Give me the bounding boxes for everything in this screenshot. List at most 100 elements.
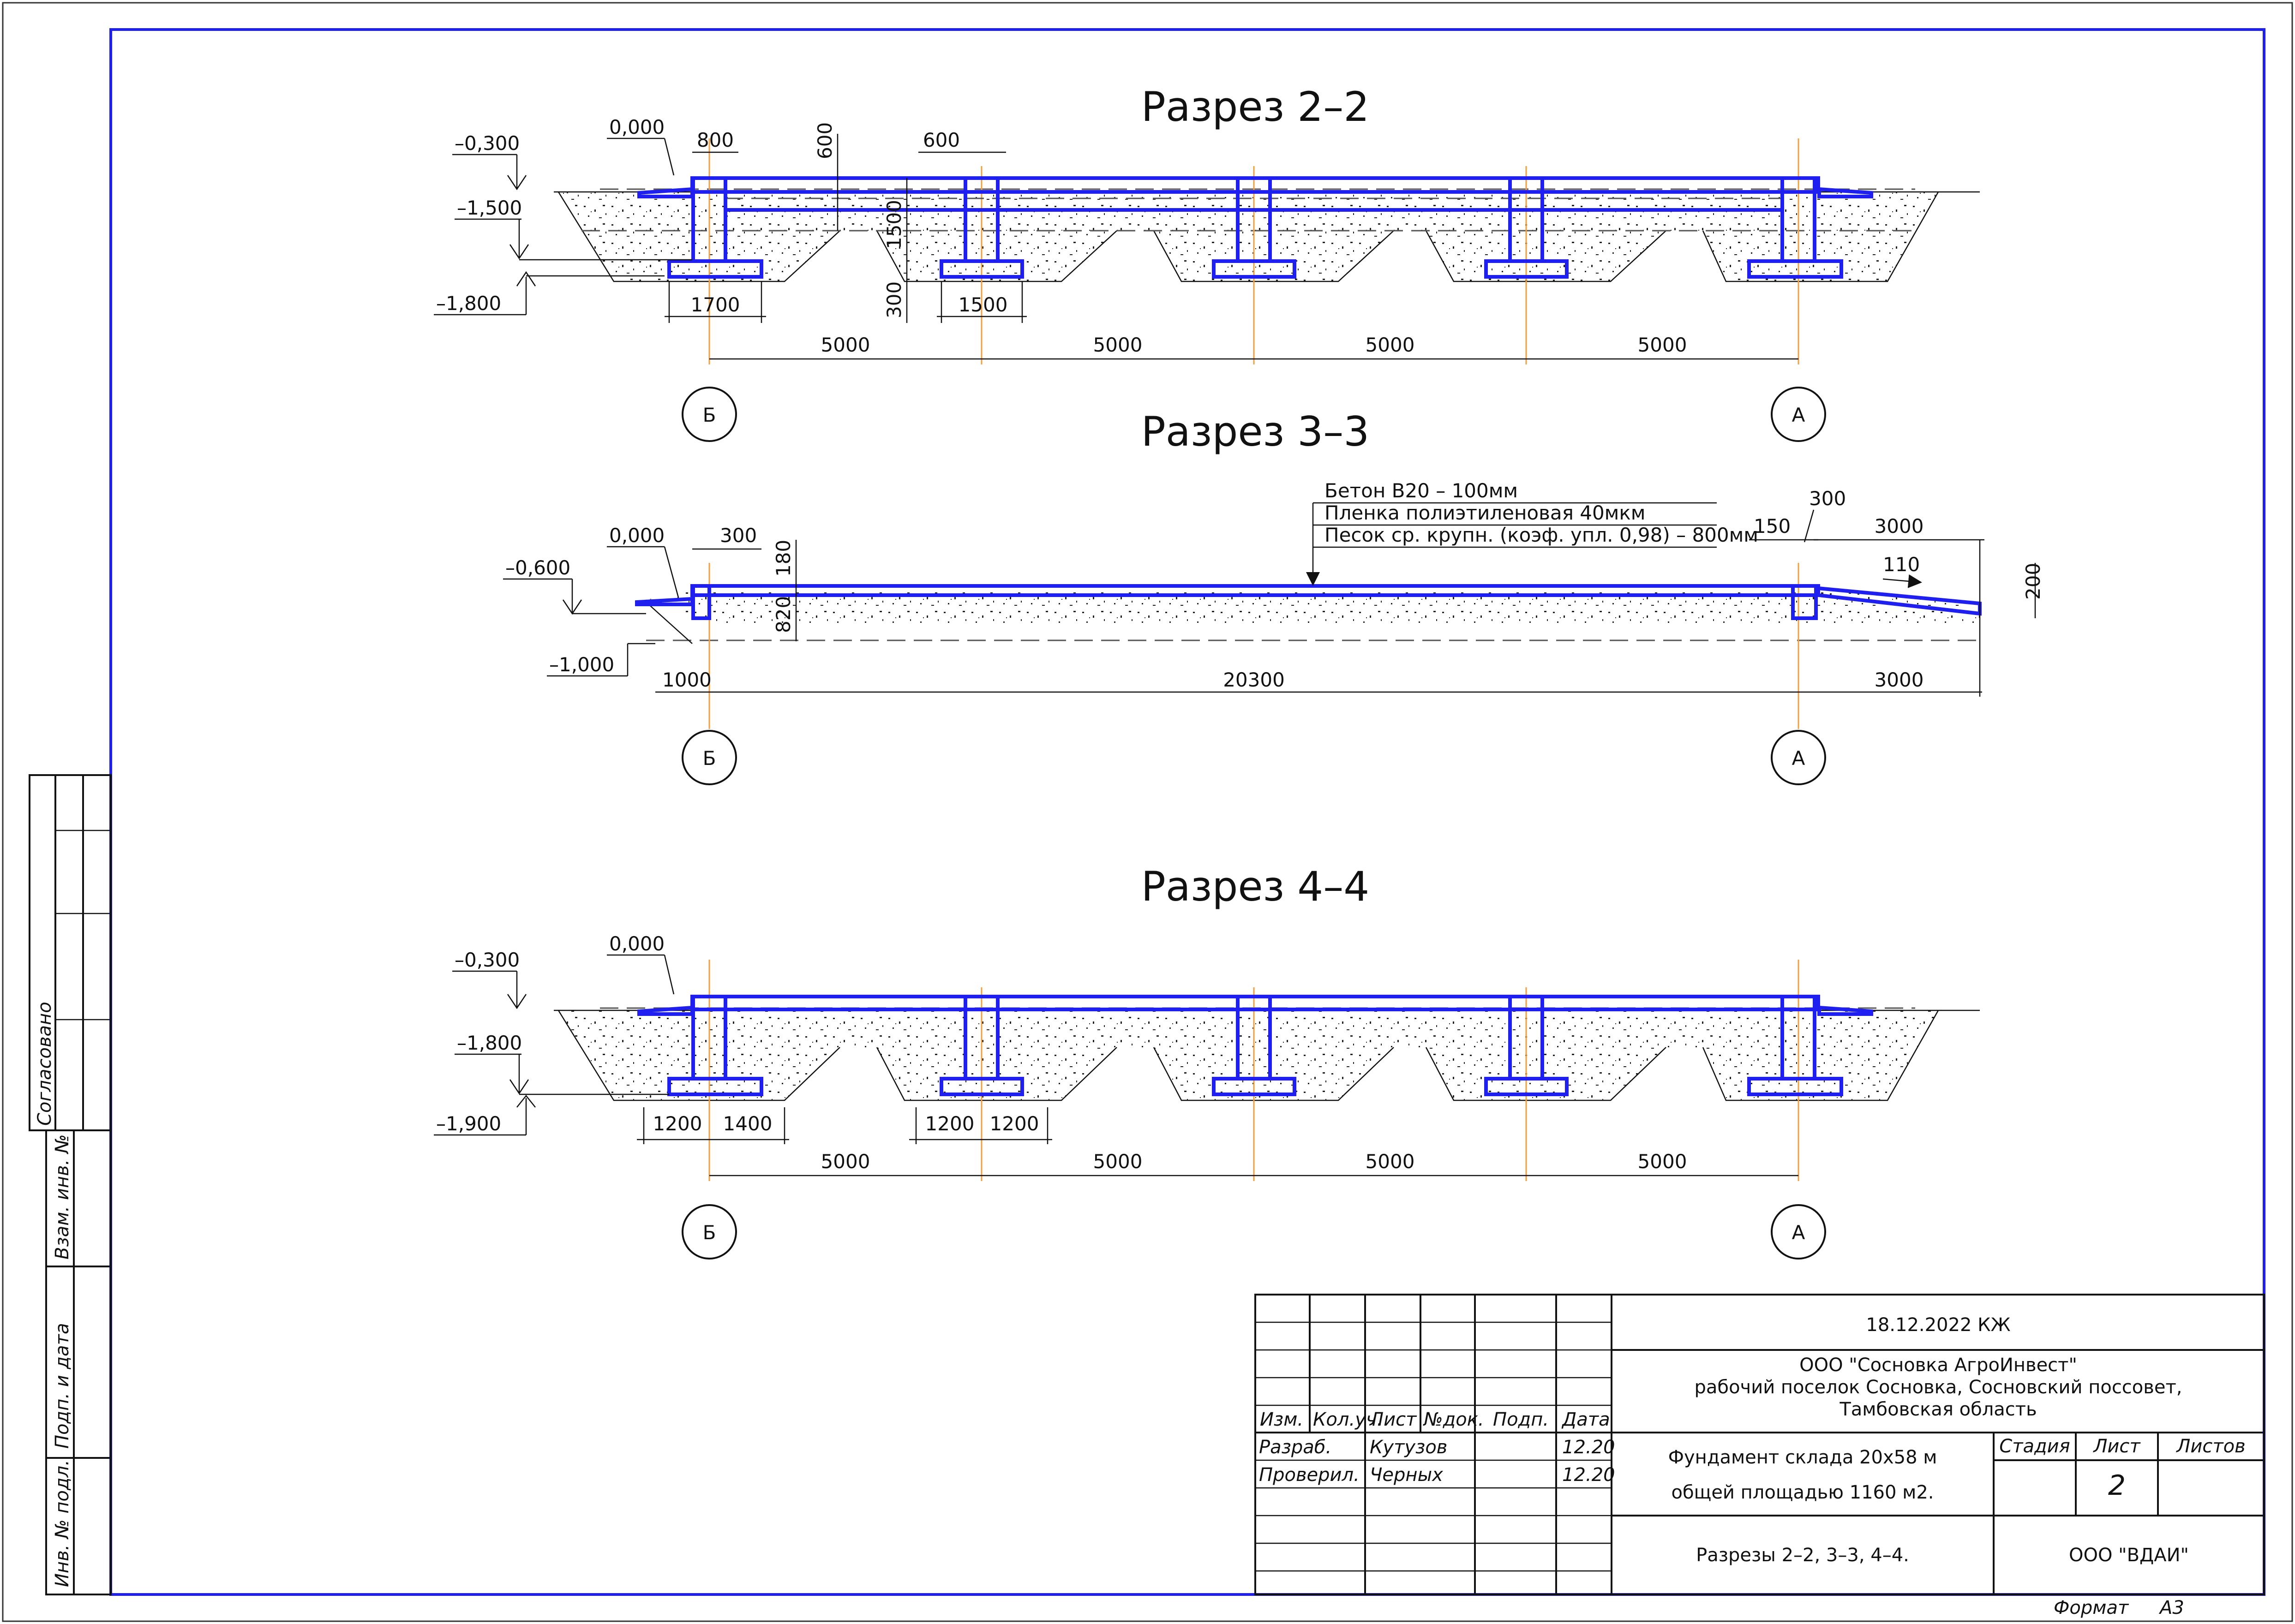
svg-text:Черных: Черных: [1370, 1464, 1443, 1486]
svg-text:300: 300: [1809, 487, 1846, 510]
svg-text:–0,600: –0,600: [505, 556, 570, 579]
svg-text:Подп.: Подп.: [1493, 1409, 1549, 1430]
svg-text:20300: 20300: [1223, 669, 1285, 691]
svg-text:1200: 1200: [990, 1112, 1039, 1135]
svg-text:–0,300: –0,300: [455, 949, 520, 971]
title-block: 18.12.2022 КЖ ООО "Сосновка АгроИнвест" …: [1254, 1294, 2265, 1618]
svg-text:5000: 5000: [1093, 334, 1143, 356]
svg-text:800: 800: [697, 129, 734, 151]
section-2-2-title: Разрез 2–2: [1141, 83, 1370, 131]
section-3-3-title: Разрез 3–3: [1141, 408, 1370, 455]
svg-text:Листов: Листов: [2175, 1436, 2245, 1457]
svg-text:300: 300: [883, 281, 905, 318]
svg-text:Дата: Дата: [1561, 1409, 1610, 1430]
svg-text:200: 200: [2022, 563, 2044, 600]
svg-text:–1,900: –1,900: [436, 1112, 501, 1135]
svg-text:18.12.2022 КЖ: 18.12.2022 КЖ: [1866, 1314, 2010, 1336]
svg-text:Разраб.: Разраб.: [1259, 1437, 1331, 1458]
dimension-lines-3-3: 300 180 820 150 300 3000 110 200 1000 20…: [655, 487, 2044, 697]
level-marks: –0,300 0,000 –1,500 –1,800: [434, 116, 692, 316]
svg-text:600: 600: [923, 129, 960, 151]
svg-text:Изм.: Изм.: [1260, 1409, 1303, 1430]
svg-text:820: 820: [772, 596, 795, 633]
svg-text:5000: 5000: [821, 334, 870, 356]
svg-text:1500: 1500: [959, 293, 1008, 316]
svg-text:0,000: 0,000: [609, 116, 665, 138]
svg-text:Бетон В20 – 100мм: Бетон В20 – 100мм: [1324, 479, 1518, 502]
svg-text:рабочий поселок Сосновка, Сосн: рабочий поселок Сосновка, Сосновский пос…: [1695, 1377, 2182, 1398]
svg-text:1000: 1000: [662, 669, 712, 691]
svg-text:2: 2: [2108, 1469, 2126, 1502]
svg-text:Лист: Лист: [2092, 1436, 2141, 1457]
svg-text:ООО "ВДАИ": ООО "ВДАИ": [2069, 1545, 2189, 1566]
svg-text:12.20: 12.20: [1562, 1437, 1615, 1458]
svg-text:3000: 3000: [1875, 515, 1924, 537]
svg-text:3000: 3000: [1875, 669, 1924, 691]
section-2-2: Разрез 2–2: [434, 83, 1980, 442]
svg-text:А3: А3: [2158, 1597, 2184, 1618]
dimension-lines: 800 600 600 1500 300 1700 1500 5000 5000…: [665, 122, 1798, 360]
axis-b-label: Б: [703, 1221, 716, 1244]
level-marks-3-3: –0,600 0,000 –1,000: [503, 524, 679, 677]
svg-text:Кутузов: Кутузов: [1370, 1437, 1447, 1458]
foundation-structure: [637, 995, 1873, 1096]
svg-text:1200: 1200: [653, 1112, 702, 1135]
svg-text:общей площадью 1160 м2.: общей площадью 1160 м2.: [1672, 1482, 1934, 1503]
layer-callout: Бетон В20 – 100мм Пленка полиэтиленовая …: [1306, 479, 1758, 586]
svg-text:Стадия: Стадия: [1999, 1436, 2070, 1457]
svg-text:–1,800: –1,800: [457, 1032, 522, 1054]
axis-a-label: А: [1792, 747, 1805, 770]
svg-text:180: 180: [772, 540, 795, 577]
svg-text:0,000: 0,000: [609, 932, 665, 955]
svg-text:№док.: №док.: [1423, 1409, 1484, 1430]
svg-text:0,000: 0,000: [609, 524, 665, 547]
svg-text:–1,000: –1,000: [549, 653, 614, 676]
svg-text:Песок ср. крупн. (коэф. упл. 0: Песок ср. крупн. (коэф. упл. 0,98) – 800…: [1324, 524, 1758, 546]
section-3-3: Разрез 3–3 Бетон В20 – 100мм Пленка поли…: [503, 408, 2044, 785]
svg-text:ООО "Сосновка АгроИнвест": ООО "Сосновка АгроИнвест": [1799, 1355, 2077, 1376]
svg-text:12.20: 12.20: [1562, 1464, 1615, 1486]
svg-text:300: 300: [720, 524, 757, 547]
svg-text:Разрезы 2–2, 3–3, 4–4.: Разрезы 2–2, 3–3, 4–4.: [1696, 1545, 1909, 1566]
svg-text:Проверил.: Проверил.: [1259, 1464, 1360, 1486]
svg-text:–1,500: –1,500: [457, 197, 522, 219]
svg-text:5000: 5000: [1093, 1150, 1143, 1173]
svg-text:–0,300: –0,300: [455, 132, 520, 155]
svg-text:Подп. и дата: Подп. и дата: [52, 1323, 73, 1449]
svg-text:–1,800: –1,800: [436, 292, 501, 315]
svg-text:Взам. инв. №: Взам. инв. №: [52, 1134, 73, 1260]
svg-text:5000: 5000: [1638, 334, 1687, 356]
svg-text:Формат: Формат: [2054, 1597, 2129, 1618]
svg-text:1400: 1400: [723, 1112, 773, 1135]
svg-text:Пленка полиэтиленовая 40мкм: Пленка полиэтиленовая 40мкм: [1324, 502, 1645, 524]
svg-text:Фундамент склада 20х58 м: Фундамент склада 20х58 м: [1668, 1447, 1937, 1468]
svg-text:600: 600: [814, 122, 836, 159]
axis-b-label: Б: [703, 747, 716, 770]
svg-text:5000: 5000: [1638, 1150, 1687, 1173]
svg-text:Согласовано: Согласовано: [34, 1002, 55, 1126]
svg-text:1500: 1500: [883, 200, 905, 249]
svg-text:1700: 1700: [691, 293, 740, 316]
section-4-4: Разрез 4–4: [434, 863, 1980, 1260]
svg-text:Кол.уч.: Кол.уч.: [1313, 1409, 1383, 1430]
foundation-structure: [637, 176, 1873, 279]
svg-text:5000: 5000: [821, 1150, 870, 1173]
svg-text:5000: 5000: [1366, 334, 1415, 356]
svg-text:Лист: Лист: [1369, 1409, 1417, 1430]
side-stamp: Согласовано Взам. инв. № Подп. и дата Ин…: [29, 774, 112, 1595]
svg-text:150: 150: [1754, 515, 1791, 537]
level-marks-4-4: –0,300 0,000 –1,800 –1,900: [434, 932, 675, 1136]
axis-a-label: А: [1792, 404, 1805, 426]
soil-fill: [557, 191, 1939, 282]
svg-text:Инв. № подл.: Инв. № подл.: [52, 1460, 73, 1587]
svg-text:5000: 5000: [1366, 1150, 1415, 1173]
svg-text:Тамбовская область: Тамбовская область: [1839, 1399, 2037, 1420]
section-4-4-title: Разрез 4–4: [1141, 863, 1370, 910]
svg-text:110: 110: [1883, 553, 1920, 576]
axis-b-label: Б: [703, 404, 716, 426]
soil-fill: [557, 1010, 1939, 1101]
axis-a-label: А: [1792, 1221, 1805, 1244]
dimension-lines-4-4: 1200 1400 1200 1200 5000 5000 5000 5000: [637, 1107, 1798, 1176]
